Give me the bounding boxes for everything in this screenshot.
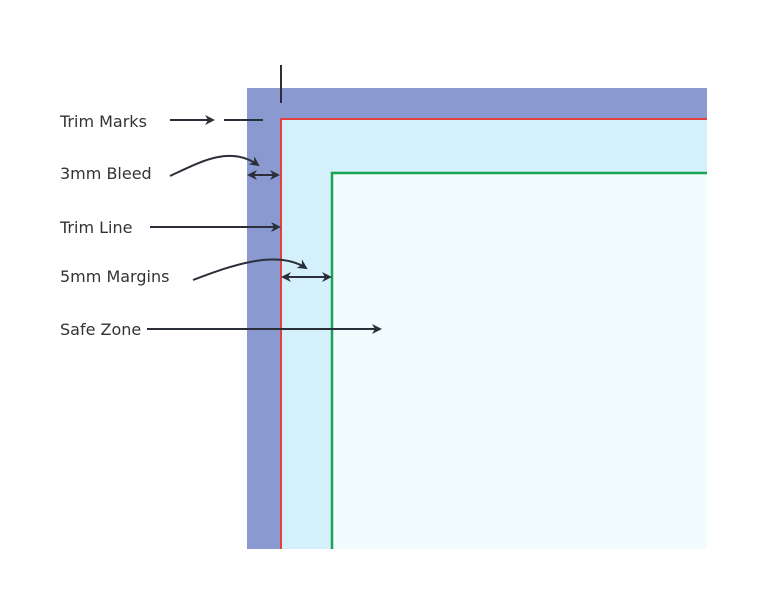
- margin-line: [330, 171, 707, 549]
- label-margins: 5mm Margins: [60, 267, 169, 286]
- label-trim-line: Trim Line: [59, 218, 132, 237]
- label-safe-zone: Safe Zone: [60, 320, 141, 339]
- trim-line: [280, 118, 707, 549]
- label-trim-marks: Trim Marks: [59, 112, 147, 131]
- margins-pointer-arrow: [192, 258, 308, 281]
- label-bleed: 3mm Bleed: [60, 164, 152, 183]
- safe-zone-area: [332, 173, 707, 549]
- bleed-pointer-arrow: [169, 154, 260, 177]
